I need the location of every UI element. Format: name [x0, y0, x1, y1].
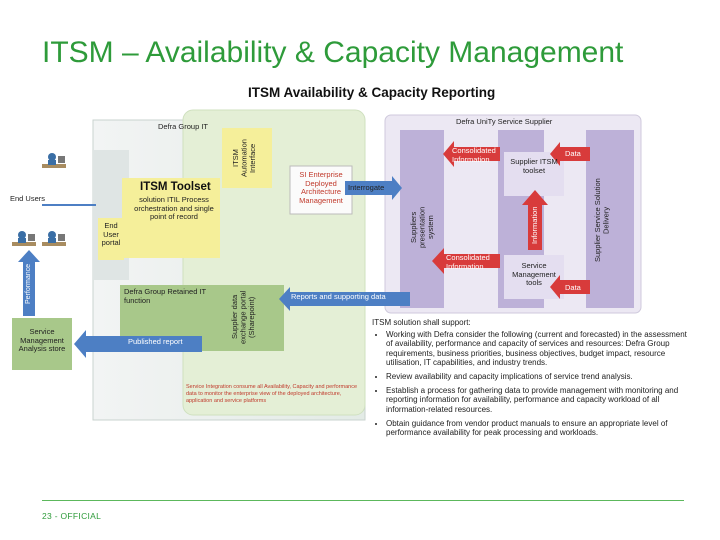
performance-label: Performance — [25, 263, 32, 305]
information-label: Information — [530, 206, 539, 244]
published-report-arrow — [74, 330, 202, 358]
service-mgmt-tools-label: Service Management tools — [512, 261, 556, 287]
itsm-support-block: ITSM solution shall support: Working wit… — [372, 318, 692, 442]
diagram-title: ITSM Availability & Capacity Reporting — [248, 85, 496, 100]
information-arrow — [522, 190, 548, 250]
supplier-portal-box — [226, 285, 284, 351]
interrogate-arrow — [345, 176, 402, 200]
itsm-support-list: Working with Defra consider the followin… — [372, 330, 692, 437]
supplier-portal-label: Supplier data exchange portal (Sharepoin… — [230, 290, 256, 344]
consolidated-bottom-label: Consolidated Information — [446, 253, 490, 271]
consolidated-top-label: Consolidated Information — [452, 146, 496, 164]
consolidated-top-arrow — [443, 141, 500, 167]
si-enterprise-label: SI Enterprise Deployed Architecture Mana… — [299, 170, 343, 205]
supplier-delivery-label: Supplier Service Solution Delivery — [593, 178, 611, 262]
end-user-desk-icon-2 — [12, 231, 36, 246]
service-mgmt-analysis-box — [12, 318, 72, 370]
itsm-automation-box — [222, 128, 272, 188]
support-bullet: Obtain guidance from vendor product manu… — [386, 419, 692, 437]
interrogate-label: Interrogate — [348, 183, 385, 192]
footer-divider — [42, 500, 684, 501]
reports-label: Reports and supporting data — [291, 292, 386, 301]
end-users-label: End Users — [10, 194, 46, 203]
support-bullet: Working with Defra consider the followin… — [386, 330, 692, 367]
performance-arrow — [18, 250, 40, 316]
slide-title: ITSM – Availability & Capacity Managemen… — [42, 36, 624, 69]
consolidated-bottom-arrow — [432, 248, 500, 274]
service-integration-panel — [182, 109, 366, 416]
data-bottom-label: Data — [565, 283, 581, 292]
itsm-toolset-title: ITSM Toolset — [140, 181, 211, 193]
supplier-itsm-toolset-box — [504, 152, 564, 196]
defra-retained-label: Defra Group Retained IT function — [124, 287, 206, 305]
service-mgmt-analysis-label: Service Management Analysis store — [18, 327, 66, 353]
end-user-desk-icon-3 — [42, 231, 66, 246]
itsm-toolset-box — [122, 178, 220, 258]
supplier-frame-label: Defra UniTy Service Supplier — [456, 117, 553, 126]
footer-label: 23 - OFFICIAL — [42, 511, 102, 521]
published-report-label: Published report — [128, 337, 183, 346]
itsm-toolset-desc: solution ITIL Process orchestration and … — [134, 195, 214, 221]
itsm-support-heading: ITSM solution shall support: — [372, 318, 471, 327]
data-top-arrow — [550, 142, 590, 166]
itsm-automation-label: ITSM Automation Interface — [231, 139, 257, 177]
data-top-label: Data — [565, 149, 581, 158]
supplier-delivery-column — [586, 130, 634, 308]
supplier-presentation-column — [400, 130, 444, 308]
end-user-portal-box — [98, 218, 124, 260]
end-user-portal-label: End User portal — [101, 221, 121, 247]
end-user-desk-icon — [42, 153, 66, 168]
support-bullet: Review availability and capacity implica… — [386, 372, 692, 381]
support-bullet: Establish a process for gathering data t… — [386, 386, 692, 414]
supplier-itsm-label: Supplier ITSM toolset — [510, 157, 558, 175]
suppliers-presentation-label: Suppliers presentation system — [409, 206, 435, 248]
defra-group-it-label: Defra Group IT — [158, 122, 209, 131]
data-bottom-arrow — [550, 275, 590, 299]
service-integration-note: Service Integration consume all Availabi… — [186, 384, 357, 404]
reports-arrow — [279, 287, 410, 311]
